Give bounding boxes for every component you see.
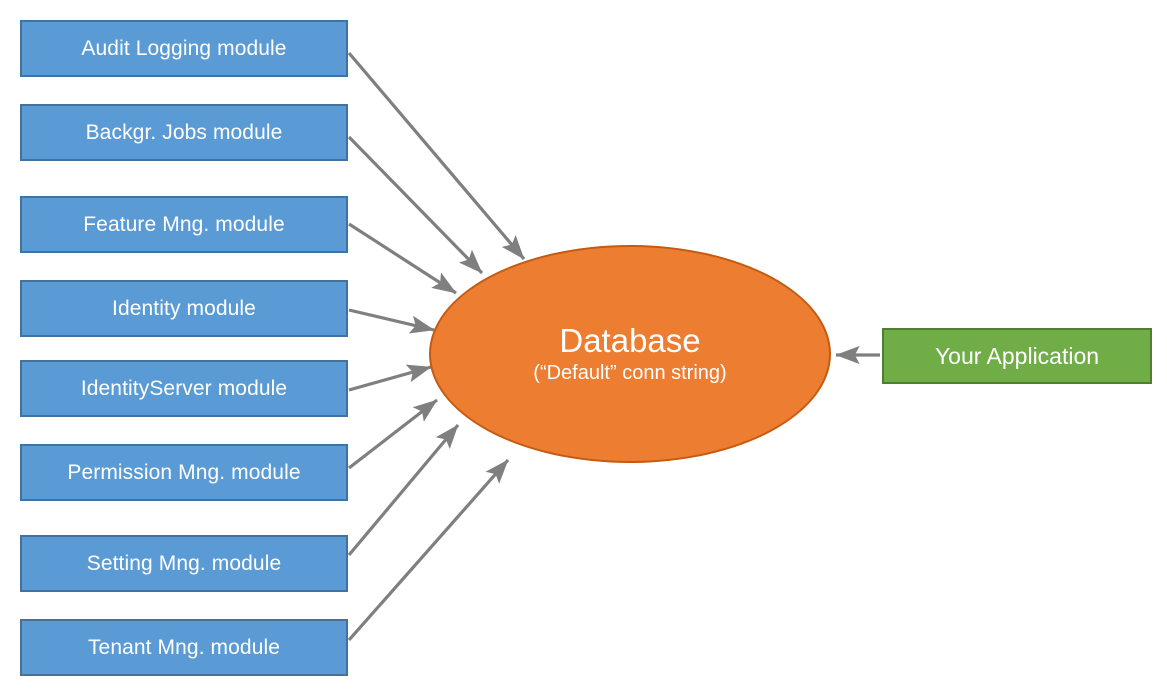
connector-identity-server xyxy=(348,364,432,392)
module-label: Setting Mng. module xyxy=(86,551,282,575)
connector-tenant-management xyxy=(347,458,510,642)
application-box[interactable]: Your Application xyxy=(882,328,1152,384)
connector-identity xyxy=(348,308,435,334)
module-box-feature-management[interactable]: Feature Mng. module xyxy=(20,196,348,253)
application-label: Your Application xyxy=(934,342,1100,369)
module-label: Audit Logging module xyxy=(81,36,287,60)
module-box-tenant-management[interactable]: Tenant Mng. module xyxy=(20,619,348,676)
module-label: Backgr. Jobs module xyxy=(85,120,283,144)
database-node[interactable]: Database (“Default” conn string) xyxy=(429,245,831,463)
database-subtitle: (“Default” conn string) xyxy=(533,361,727,384)
module-label: Permission Mng. module xyxy=(67,460,301,484)
connector-feature-management xyxy=(348,222,457,295)
module-box-identity[interactable]: Identity module xyxy=(20,280,348,337)
connector-audit-logging xyxy=(347,51,526,261)
module-label: Feature Mng. module xyxy=(83,212,285,236)
module-box-permission-management[interactable]: Permission Mng. module xyxy=(20,444,348,501)
module-box-setting-management[interactable]: Setting Mng. module xyxy=(20,535,348,592)
connector-setting-management xyxy=(347,423,460,557)
module-label: IdentityServer module xyxy=(80,376,288,400)
module-label: Tenant Mng. module xyxy=(87,635,281,659)
module-box-audit-logging[interactable]: Audit Logging module xyxy=(20,20,348,77)
database-title: Database xyxy=(559,322,701,360)
module-label: Identity module xyxy=(112,296,256,320)
module-box-background-jobs[interactable]: Backgr. Jobs module xyxy=(20,104,348,161)
connector-permission-management xyxy=(348,398,438,470)
connector-background-jobs xyxy=(347,135,484,275)
module-box-identity-server[interactable]: IdentityServer module xyxy=(20,360,348,417)
